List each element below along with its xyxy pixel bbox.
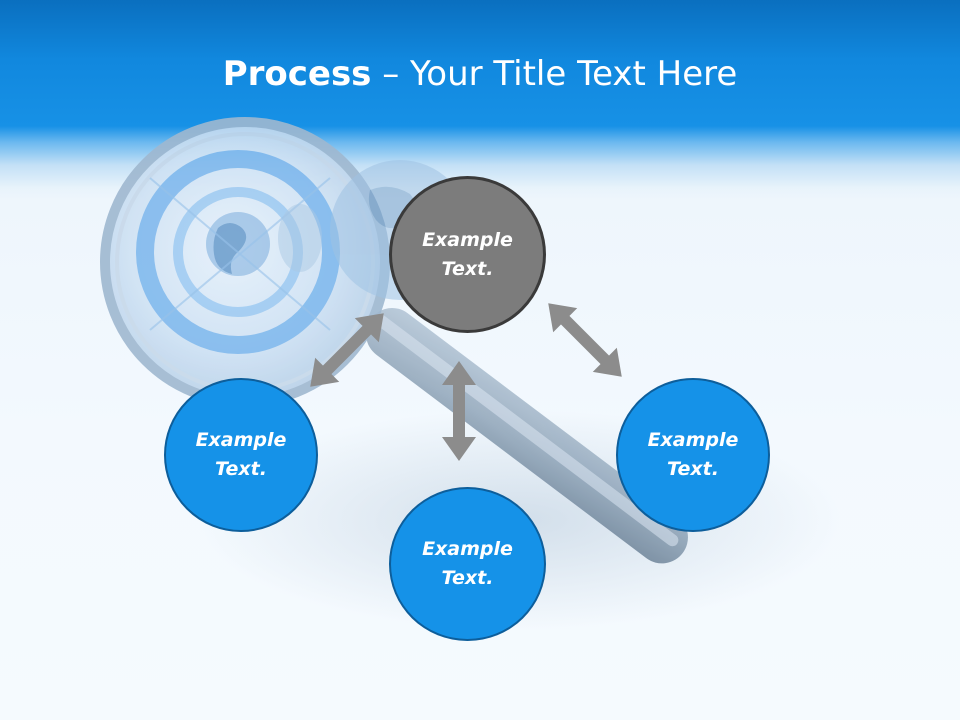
process-node-bottom: Example Text. — [389, 487, 546, 641]
process-node-top: Example Text. — [389, 176, 546, 333]
node-bottom-label: Example Text. — [422, 538, 513, 589]
title-rest: – Your Title Text Here — [371, 54, 738, 94]
node-left-label: Example Text. — [195, 429, 287, 480]
magnifier-handle — [366, 307, 688, 564]
arrow-vertical — [442, 361, 476, 461]
process-node-right: Example Text. — [616, 378, 770, 532]
process-node-left: Example Text. — [164, 378, 318, 532]
arrow-top-left — [310, 313, 384, 387]
slide-title: Process – Your Title Text Here — [0, 52, 960, 96]
node-top-label: Example Text. — [422, 228, 513, 280]
title-bold: Process — [222, 54, 372, 94]
arrow-top-right — [548, 303, 622, 377]
node-right-label: Example Text. — [647, 429, 739, 480]
